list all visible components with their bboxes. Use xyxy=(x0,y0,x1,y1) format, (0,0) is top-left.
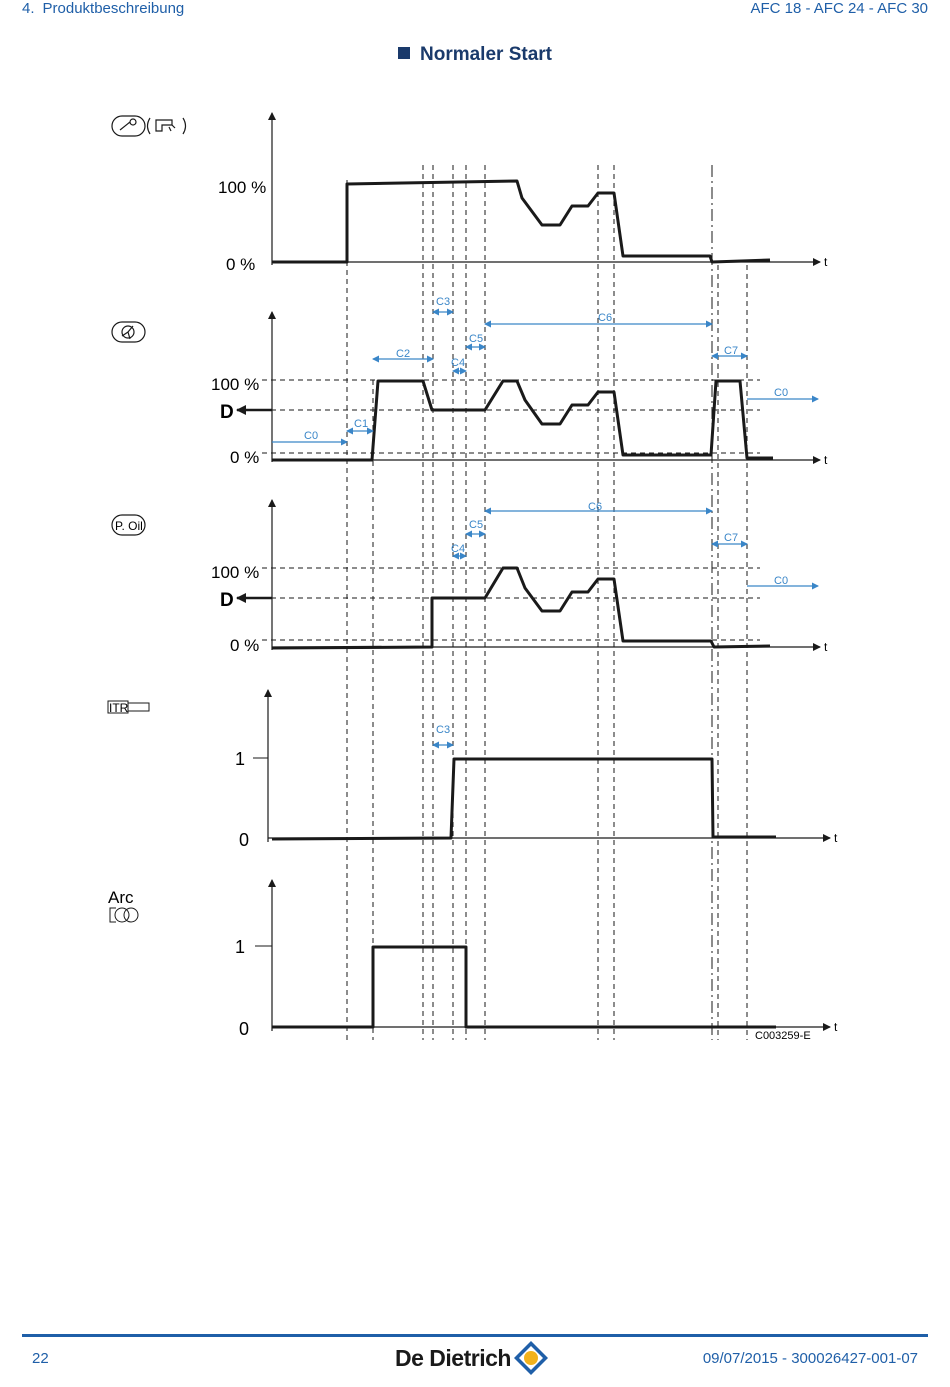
panel-valve: 100 % 0 % t xyxy=(111,112,828,274)
fan-icon xyxy=(111,321,146,343)
panel-arc: Arc 1 0 t C003259-E xyxy=(108,879,838,1042)
interval-label-c3: C3 xyxy=(436,296,450,308)
interval-label-c6: C6 xyxy=(588,501,602,513)
interval-label-c2: C2 xyxy=(396,348,410,360)
section-header: 4. Produktbeschreibung xyxy=(22,0,184,17)
interval-label-c4: C4 xyxy=(451,543,465,555)
level-label-1: 1 xyxy=(235,937,245,957)
time-label: t xyxy=(834,831,838,845)
level-label-0: 0 xyxy=(239,1019,249,1039)
itr-text: ITR xyxy=(109,701,129,715)
burner-valve-icon xyxy=(111,115,187,137)
interval-label-c0: C0 xyxy=(774,387,788,399)
brand-logo: De Dietrich xyxy=(395,1340,549,1376)
oil-pressure-icon: P. Oil xyxy=(111,514,146,536)
interval-label-c7: C7 xyxy=(724,345,738,357)
level-label-d: D xyxy=(220,402,234,423)
level-label-100: 100 % xyxy=(211,563,259,582)
valve-trace xyxy=(272,179,771,264)
figure-code: C003259-E xyxy=(755,1030,811,1042)
time-label: t xyxy=(824,255,828,269)
level-label-1: 1 xyxy=(235,749,245,769)
ignition-transformer-icon xyxy=(109,907,139,923)
document-reference: 09/07/2015 - 300026427-001-07 xyxy=(702,1350,918,1367)
panel-oil: P. Oil 100 % D 0 % t xyxy=(111,499,828,655)
time-label: t xyxy=(824,640,828,654)
level-label-0: 0 xyxy=(239,830,249,850)
time-label: t xyxy=(834,1020,838,1034)
interval-labels: C3 C6 C5 C2 C7 C4 C0 C1 C0 C6 C5 C7 C4 C… xyxy=(304,296,788,736)
oil-pressure-text: P. Oil xyxy=(115,519,143,533)
section-title: Produktbeschreibung xyxy=(42,0,185,17)
level-label-0: 0 % xyxy=(226,255,255,274)
interval-label-c5: C5 xyxy=(469,333,483,345)
section-number: 4. xyxy=(22,0,35,17)
interval-label-c7: C7 xyxy=(724,532,738,544)
level-label-0: 0 % xyxy=(230,636,259,655)
interval-label-c3: C3 xyxy=(436,724,450,736)
brand-diamond-icon xyxy=(513,1341,548,1375)
model-list: AFC 18 - AFC 24 - AFC 30 xyxy=(750,0,928,17)
page-number: 22 xyxy=(32,1350,49,1367)
brand-name: De Dietrich xyxy=(395,1344,511,1371)
interval-label-c1: C1 xyxy=(354,418,368,430)
footer-rule xyxy=(22,1334,928,1337)
level-label-100: 100 % xyxy=(211,375,259,394)
bullet-square-icon xyxy=(398,47,410,59)
itr-icon: ITR xyxy=(107,700,150,715)
level-label-0: 0 % xyxy=(230,448,259,467)
arc-trace xyxy=(272,945,776,1029)
time-label: t xyxy=(824,453,828,467)
event-lines xyxy=(346,165,748,1040)
level-label-d: D xyxy=(220,590,234,611)
panel-fan: 100 % D 0 % t xyxy=(111,311,828,467)
panel-itr: ITR 1 0 t xyxy=(107,689,838,850)
fan-trace xyxy=(272,379,773,462)
level-label-100: 100 % xyxy=(218,178,266,197)
interval-label-c5: C5 xyxy=(469,519,483,531)
page-title: Normaler Start xyxy=(0,44,950,66)
interval-label-c6: C6 xyxy=(598,312,612,324)
itr-trace xyxy=(271,757,776,841)
interval-label-c0: C0 xyxy=(304,430,318,442)
interval-annotations xyxy=(272,308,819,749)
page-title-text: Normaler Start xyxy=(420,44,552,65)
oil-trace xyxy=(271,566,771,650)
timing-diagram: 100 % 0 % t 100 % D 0 % t P. Oil xyxy=(107,112,838,1042)
interval-label-c4: C4 xyxy=(451,357,465,369)
arc-label: Arc xyxy=(108,888,134,907)
interval-label-c0: C0 xyxy=(774,575,788,587)
